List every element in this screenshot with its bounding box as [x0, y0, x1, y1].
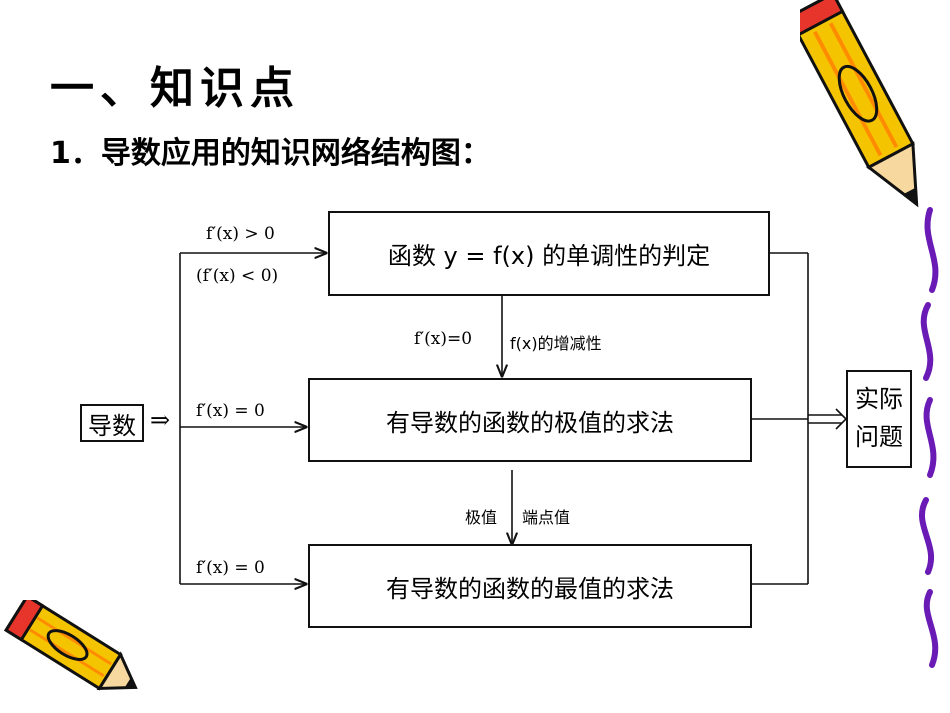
label-vertical-right: f(x)的增减性: [510, 334, 602, 353]
page-subtitle: 1．导数应用的知识网络结构图：: [50, 136, 491, 171]
node-real-problem: 实际 问题: [846, 370, 912, 468]
label-zero-middle: f′(x) = 0: [196, 401, 265, 421]
label-lower-right: 端点值: [522, 508, 571, 527]
box-extremum: 有导数的函数的极值的求法: [308, 378, 752, 462]
decorative-border: [918, 207, 939, 668]
implies-arrow: ⇒: [150, 406, 171, 434]
box-monotonicity: 函数 y = f(x) 的单调性的判定: [328, 211, 770, 296]
node-real-problem-line2: 问题: [855, 423, 903, 451]
pencil-icon-bottom-left: [4, 600, 138, 691]
label-negative: (f′(x) < 0): [196, 266, 279, 286]
label-zero-bottom: f′(x) = 0: [196, 558, 265, 578]
label-positive: f′(x) > 0: [206, 224, 275, 244]
box-maximum: 有导数的函数的最值的求法: [308, 544, 752, 628]
label-lower-left: 极值: [465, 508, 498, 527]
node-derivative: 导数: [80, 404, 144, 442]
pencil-icon-top-right: [800, 0, 919, 208]
page-title: 一、知识点: [50, 63, 300, 114]
node-real-problem-line1: 实际: [855, 385, 903, 413]
label-vertical-left: f′(x)=0: [414, 329, 473, 349]
